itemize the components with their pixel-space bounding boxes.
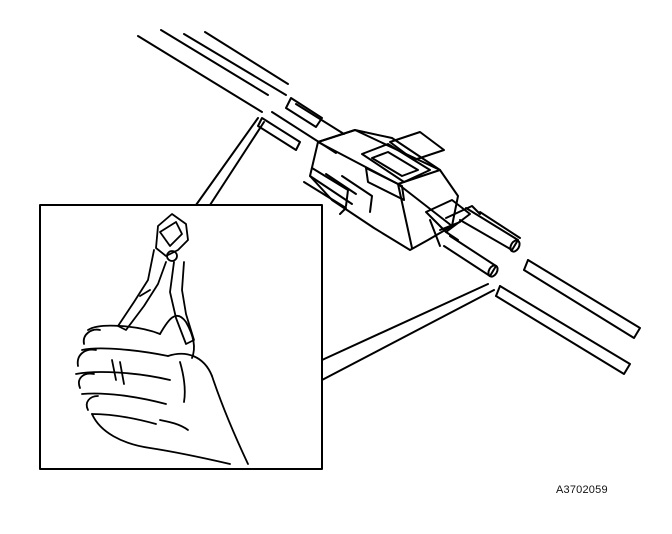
figure-code: A3702059 <box>556 484 608 496</box>
connector-wires-icon <box>443 207 521 278</box>
upper-harness-icon <box>137 29 345 154</box>
hand-icon <box>75 315 249 465</box>
diagonal-cutter-icon <box>117 213 195 345</box>
connector-icon <box>303 129 481 251</box>
detail-inset <box>39 117 495 470</box>
lower-harness-icon <box>495 259 641 375</box>
